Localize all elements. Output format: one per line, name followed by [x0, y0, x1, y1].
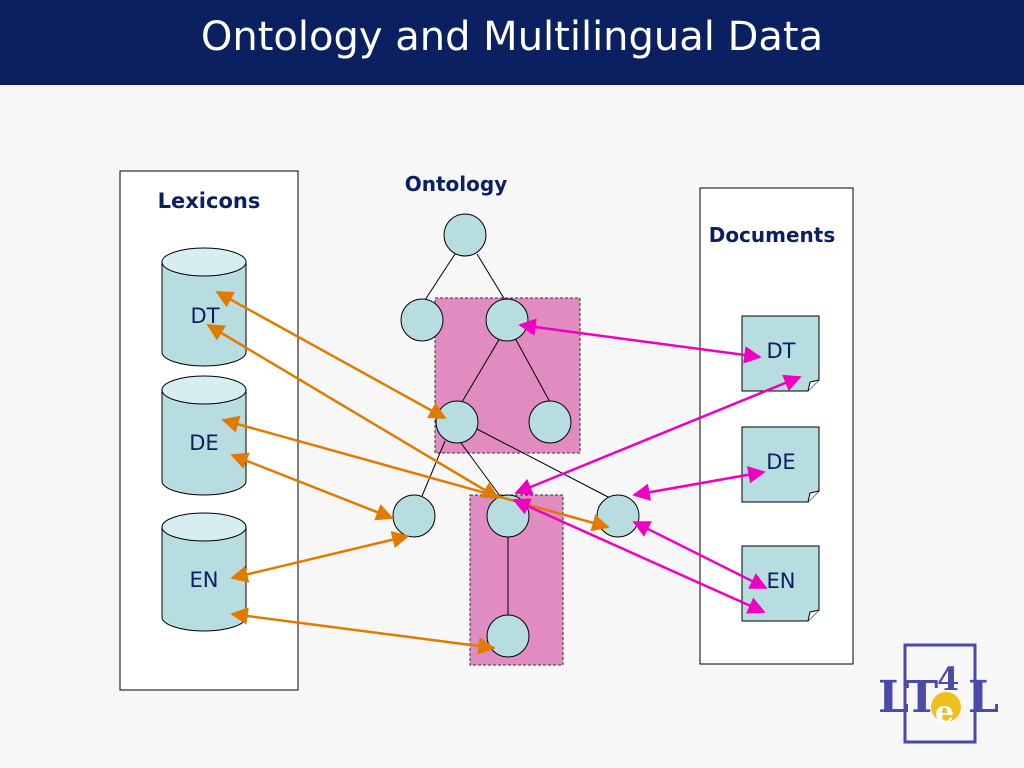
arrow-lex-en-to-l4	[230, 607, 496, 655]
document-icon-en: EN	[741, 545, 820, 622]
ontology-heading: Ontology	[405, 172, 508, 196]
arrow-lex-de-to-l3left	[230, 452, 394, 521]
ontology-node-root	[443, 213, 487, 257]
svg-text:LT: LT	[878, 672, 938, 723]
slide-title: Ontology and Multilingual Data	[200, 14, 824, 60]
document-icon-dt: DT	[741, 315, 820, 392]
lexicon-label-en: EN	[190, 568, 219, 592]
ontology-node-l2-right	[528, 400, 572, 444]
documents-heading: Documents	[709, 223, 836, 247]
lexicon-label-de: DE	[189, 431, 218, 455]
svg-text:4: 4	[937, 660, 959, 698]
document-label-dt: DT	[767, 339, 796, 363]
ontology-node-l3-left	[392, 494, 436, 538]
ontology-node-l4	[486, 614, 530, 658]
lt4el-logo: LT 4 e L	[878, 643, 999, 744]
ontology-node-l2-left	[435, 400, 479, 444]
svg-text:L: L	[968, 672, 999, 723]
lexicons-heading: Lexicons	[158, 189, 261, 213]
ontology-node-l3-mid	[486, 494, 530, 538]
lexicon-cylinder-de: DE	[161, 375, 247, 496]
arrow-doc-de-to-l3right	[632, 466, 766, 501]
ontology-node-l1-right	[485, 298, 529, 342]
svg-text:e: e	[935, 695, 954, 730]
arrow-doc-dt-to-l1right	[518, 318, 762, 364]
lexicon-arrows	[206, 290, 610, 655]
arrow-doc-dt-to-l3mid	[514, 374, 802, 496]
document-arrows	[512, 318, 802, 614]
document-label-de: DE	[766, 450, 795, 474]
lexicon-cylinder-en: EN	[161, 512, 247, 632]
ontology-node-l1-left	[400, 298, 444, 342]
title-bar: Ontology and Multilingual Data	[0, 0, 1024, 85]
ontology-node-l3-right	[596, 494, 640, 538]
document-label-en: EN	[767, 569, 796, 593]
document-icon-de: DE	[741, 426, 820, 503]
arrow-lex-en-to-l3left	[230, 531, 410, 583]
lexicon-label-dt: DT	[191, 304, 220, 328]
lexicon-cylinder-dt: DT	[161, 247, 247, 367]
arrow-doc-en-to-l3right	[632, 520, 768, 590]
